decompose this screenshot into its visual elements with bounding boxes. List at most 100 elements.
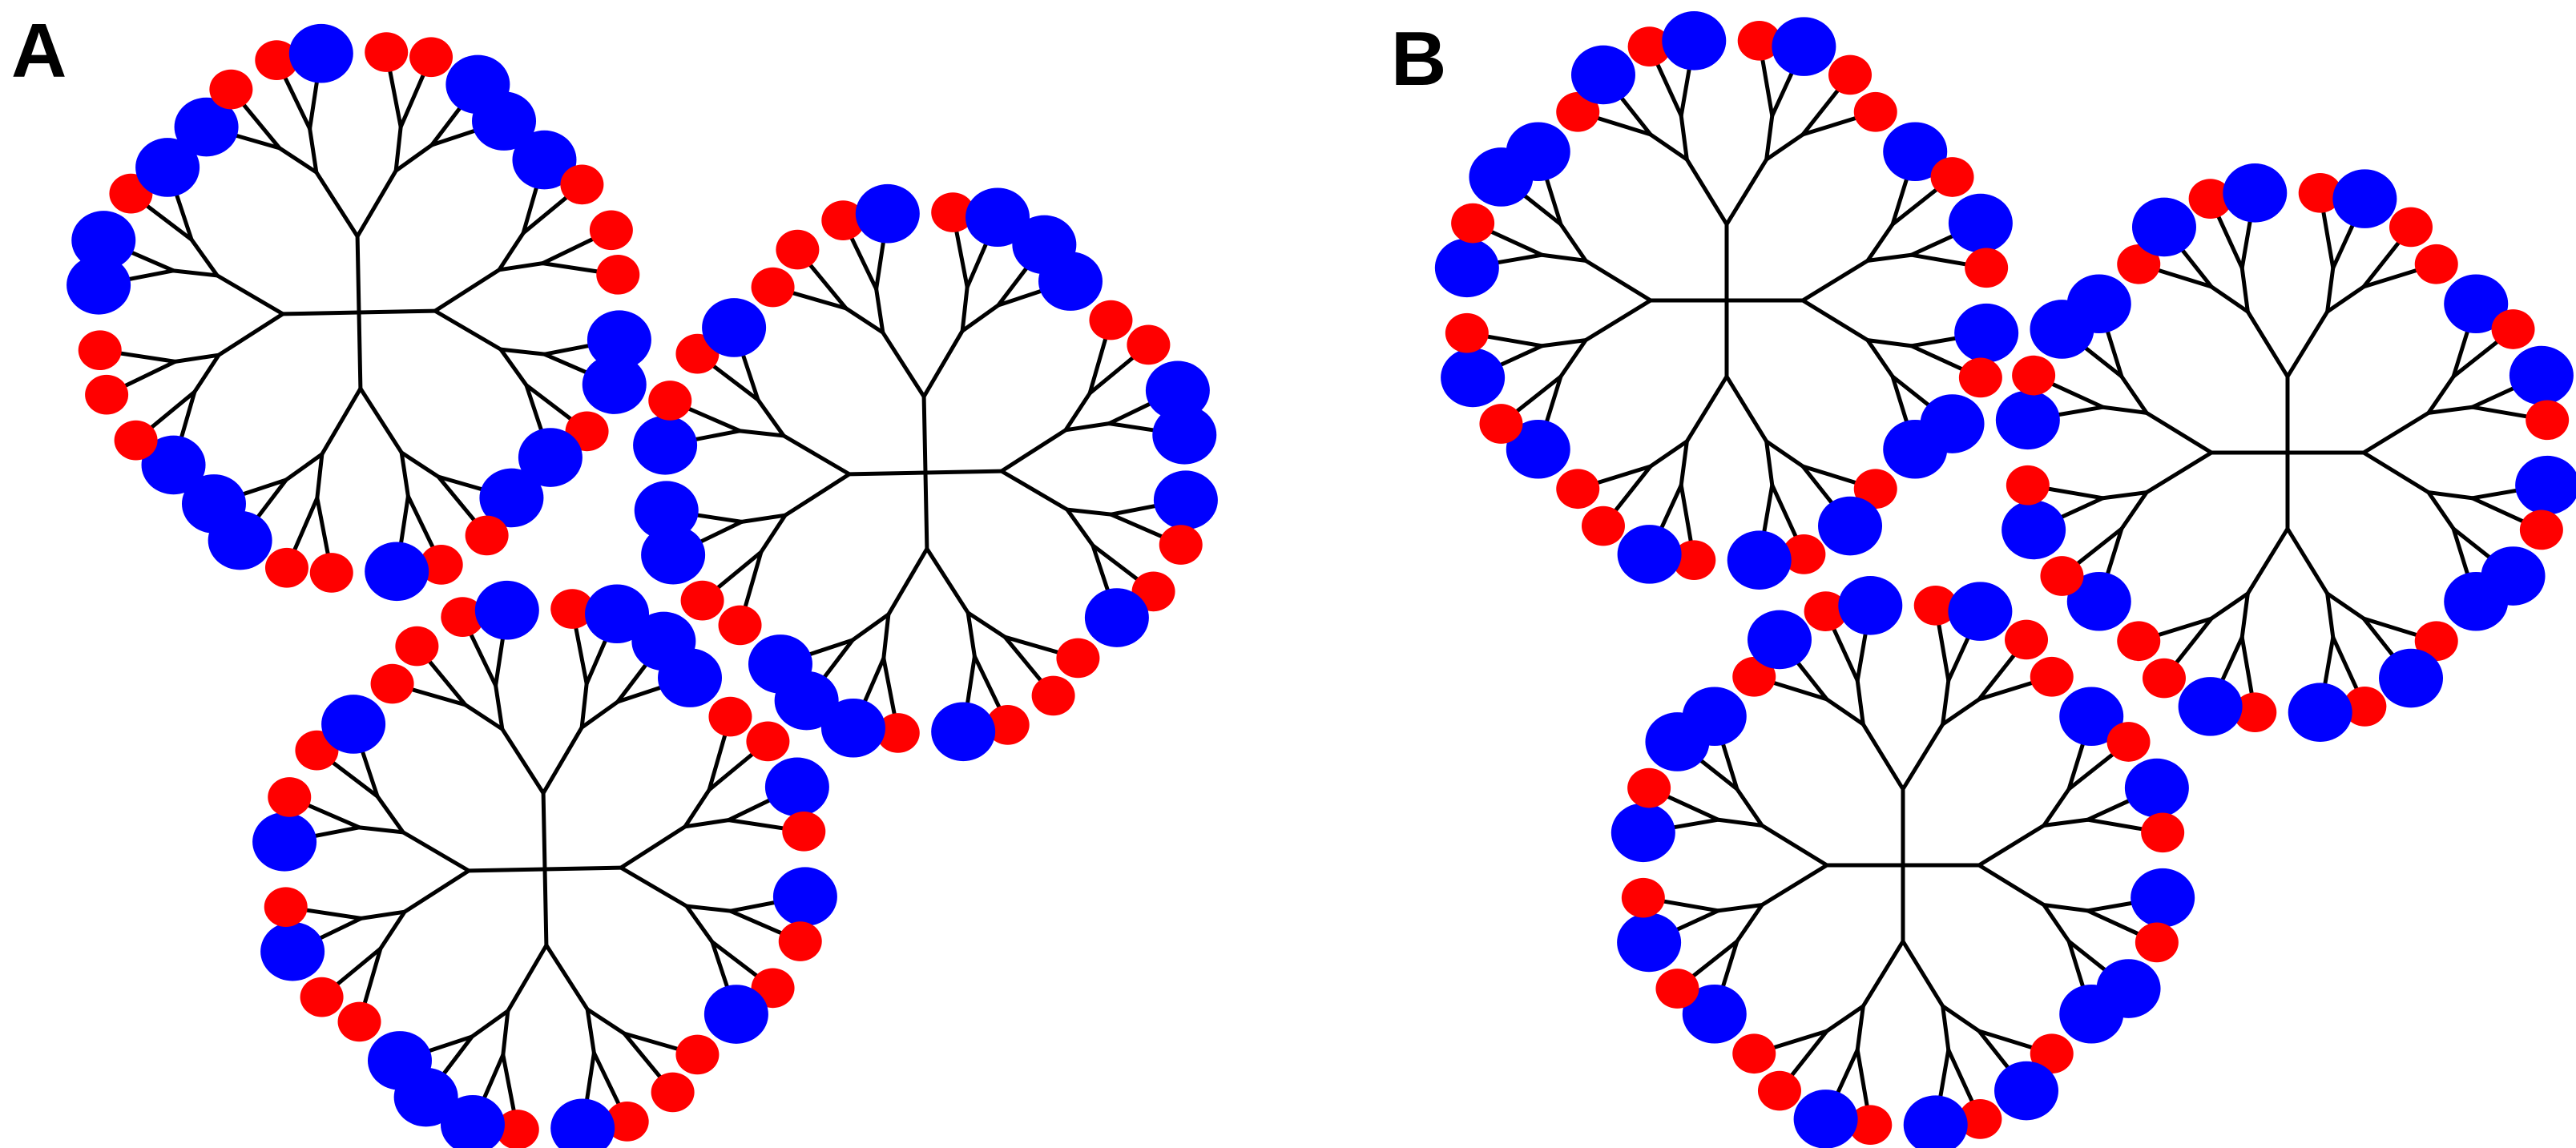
blue-leaf-node [2131, 197, 2196, 257]
red-leaf-node [255, 40, 299, 80]
red-leaf-node [114, 420, 158, 461]
tree-edge [850, 612, 891, 642]
tree-edge [1800, 258, 1870, 303]
blue-leaf-node [365, 542, 429, 602]
tree-edge [844, 306, 885, 335]
tree-edge [684, 904, 733, 913]
tree-edge [2245, 309, 2290, 379]
tree-edge [1679, 439, 1689, 488]
tree-edge [497, 261, 545, 272]
tree-edge [466, 867, 547, 873]
tree-edge [684, 904, 715, 945]
tree-edge [847, 470, 928, 477]
red-leaf-node [589, 210, 633, 251]
tree-edge [357, 308, 437, 315]
blue-leaf-node [2124, 758, 2189, 818]
red-leaf-node [1782, 534, 1826, 574]
blue-leaf-node [2288, 683, 2352, 742]
red-leaf-node [1089, 300, 1133, 340]
blue-leaf-node [1747, 610, 1812, 670]
blue-leaf-node [931, 702, 996, 762]
red-leaf-node [821, 200, 865, 240]
tree-edge [284, 452, 325, 482]
blue-leaf-node [1145, 361, 1210, 421]
blue-leaf-node [2066, 571, 2131, 631]
tree-edge [1764, 439, 1775, 488]
blue-leaf-node [1995, 390, 2060, 450]
blue-leaf-node [1617, 525, 1682, 584]
tree-edges [282, 606, 808, 1132]
red-leaf-node [1627, 767, 1671, 808]
tree-edge [280, 310, 361, 316]
tree-edge [544, 943, 590, 1012]
red-leaf-node [1848, 1105, 1893, 1145]
blue-leaf-node [288, 23, 353, 83]
tree-edge [506, 943, 549, 1013]
tree-edge [393, 143, 434, 173]
red-leaf-node [2298, 173, 2342, 213]
red-leaf-node [776, 229, 820, 270]
blue-leaf-node [2444, 571, 2509, 631]
tree-edge [542, 865, 623, 872]
tree-edge [925, 546, 970, 615]
tree-edge [1648, 439, 1689, 469]
tree-edge [619, 824, 687, 870]
red-leaf-node [370, 663, 414, 704]
blue-leaf-node [764, 757, 829, 817]
red-leaf-node [718, 605, 762, 646]
red-leaf-node [85, 374, 129, 415]
blue-leaf-node [512, 130, 577, 190]
red-leaf-node [365, 32, 409, 72]
tree-edge [308, 127, 319, 175]
tree-edge [2325, 591, 2336, 640]
tree-edge [320, 386, 363, 457]
blue-leaf-node [2509, 345, 2574, 405]
blue-leaf-node [587, 310, 651, 370]
tree-edge [1715, 903, 1764, 913]
tree-edge [2209, 591, 2250, 621]
blue-leaf-node [2444, 274, 2509, 334]
red-leaf-node [680, 580, 724, 621]
tree-edge [1941, 697, 1981, 727]
blue-leaf-node [2059, 984, 2124, 1044]
tree-edge [189, 237, 220, 278]
tree-edge [1824, 697, 1865, 727]
blue-leaf-node [472, 91, 537, 151]
tree-edge [314, 170, 360, 239]
tree-edge [2209, 284, 2250, 314]
blue-leaf-node [1793, 1090, 1858, 1148]
tree [252, 580, 837, 1148]
blue-leaf-node [440, 1094, 505, 1148]
blue-leaf-node [260, 921, 325, 981]
tree-edge [355, 168, 398, 239]
blue-leaf-node [2223, 163, 2288, 223]
tree-edge [781, 433, 852, 477]
red-leaf-node [1965, 248, 2009, 288]
tree-edge [1977, 823, 2046, 868]
tree-edge [1800, 298, 1870, 343]
tree-edge [881, 330, 926, 399]
blue-leaf-node [748, 634, 812, 694]
tree-edge [1824, 1004, 1865, 1033]
tree-edge [759, 513, 788, 554]
tree-edge [315, 452, 325, 501]
red-leaf-node [2491, 309, 2535, 349]
blue-leaf-node [965, 187, 1030, 248]
tree-edge [1855, 1004, 1865, 1053]
tree-edge [1764, 113, 1775, 162]
tree-edge [2426, 490, 2475, 501]
tree-edge [541, 725, 584, 796]
red-leaf-node [1627, 26, 1671, 66]
red-leaf-node [931, 192, 975, 232]
tree-edge [1583, 298, 1653, 343]
blue-leaf-node [181, 474, 246, 534]
panel-a-label: A [11, 8, 67, 94]
red-leaf-node [1581, 506, 1625, 546]
blue-leaf-node [641, 525, 706, 585]
red-leaf-node [2040, 556, 2084, 596]
blue-leaf-node [820, 698, 885, 758]
tree-edge [923, 470, 929, 551]
tree-edge [1724, 374, 1769, 444]
tree-edge [1901, 939, 1945, 1009]
tree-edge [886, 546, 929, 617]
